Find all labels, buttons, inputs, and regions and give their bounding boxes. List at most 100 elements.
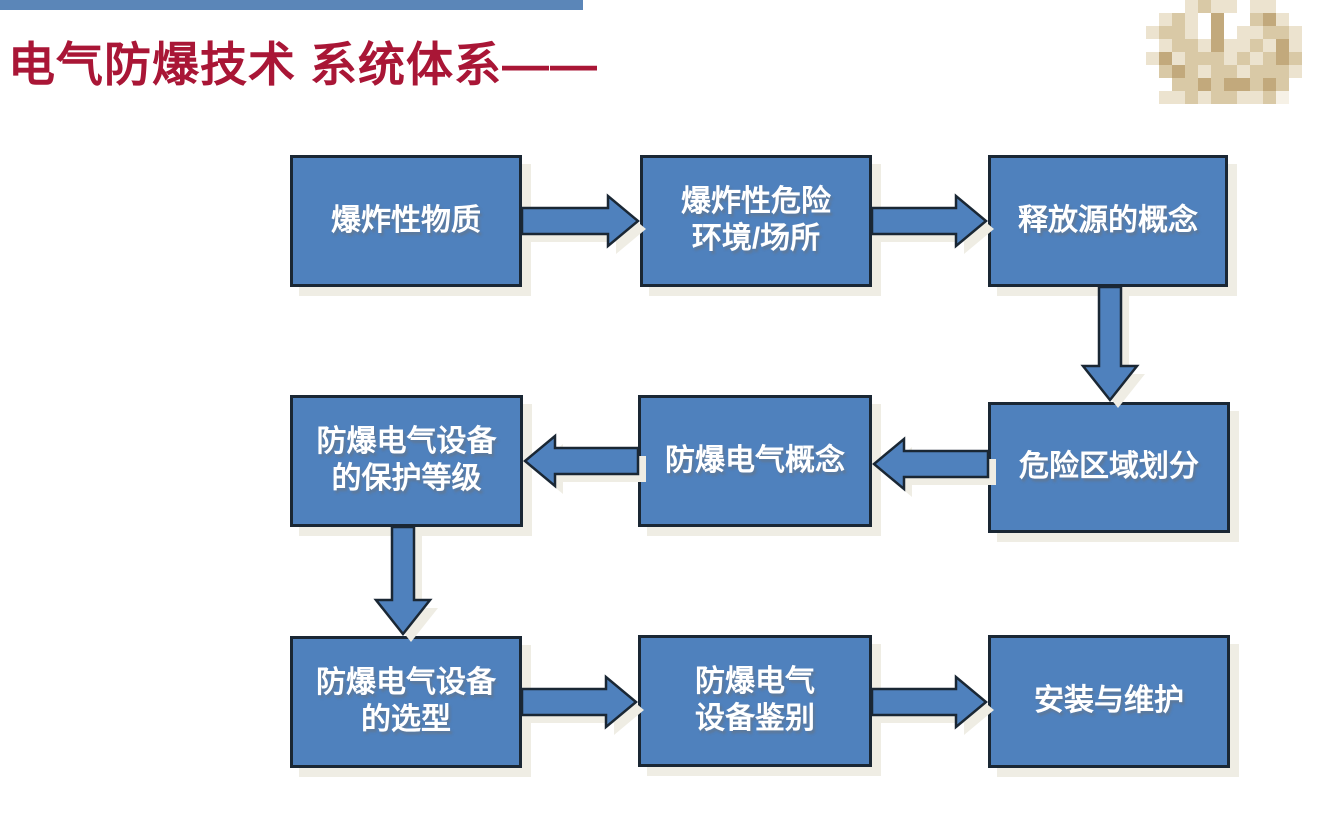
- flow-box-label: 爆炸性危险环境/场所: [681, 185, 831, 255]
- logo-pixel: [1185, 26, 1198, 39]
- logo-pixel: [1250, 26, 1263, 39]
- slide-title: 电气防爆技术 系统体系——: [8, 38, 599, 91]
- logo-pixel: [1250, 78, 1263, 91]
- flow-box-label: 防爆电气设备鉴别: [695, 665, 815, 735]
- logo-pixel: [1159, 26, 1172, 39]
- logo-pixel: [1237, 78, 1250, 91]
- flow-box-label: 防爆电气设备的选型: [316, 666, 496, 736]
- logo-pixel: [1289, 91, 1302, 104]
- logo-pixel: [1263, 65, 1276, 78]
- flow-box-explosive-substances: 爆炸性物质: [290, 155, 522, 287]
- top-accent-bar: [0, 0, 583, 10]
- logo-pixel: [1289, 13, 1302, 26]
- logo-pixel: [1250, 13, 1263, 26]
- logo-pixel: [1237, 91, 1250, 104]
- logo-pixel: [1250, 65, 1263, 78]
- logo-pixel: [1172, 91, 1185, 104]
- logo-pixel: [1146, 0, 1159, 13]
- logo-pixel: [1237, 39, 1250, 52]
- logo-pixel: [1250, 52, 1263, 65]
- logo-pixel: [1276, 65, 1289, 78]
- logo-pixel: [1224, 91, 1237, 104]
- flow-box-label: 危险区域划分: [1019, 450, 1199, 484]
- logo-pixel: [1211, 13, 1224, 26]
- logo-pixel: [1185, 65, 1198, 78]
- flow-arrow-down-release-source-concept: [1080, 285, 1145, 408]
- logo-pixel: [1263, 0, 1276, 13]
- flow-box-equipment-selection: 防爆电气设备的选型: [290, 636, 522, 768]
- logo-pixel: [1276, 52, 1289, 65]
- logo-pixel: [1250, 0, 1263, 13]
- logo-pixel: [1185, 39, 1198, 52]
- logo-pixel: [1198, 52, 1211, 65]
- logo-pixel: [1224, 65, 1237, 78]
- logo-pixel: [1185, 91, 1198, 104]
- logo-pixel: [1237, 26, 1250, 39]
- logo-pixel: [1198, 39, 1211, 52]
- logo-pixel: [1276, 91, 1289, 104]
- logo-pixel: [1276, 0, 1289, 13]
- logo-pixel: [1185, 78, 1198, 91]
- logo-pixel: [1250, 39, 1263, 52]
- logo-pixel: [1211, 26, 1224, 39]
- logo-pixel: [1159, 91, 1172, 104]
- flow-box-exproof-electrical-concept: 防爆电气概念: [638, 395, 872, 527]
- logo-pixel: [1237, 13, 1250, 26]
- logo-pixel: [1159, 13, 1172, 26]
- logo-pixel: [1172, 13, 1185, 26]
- logo-pixel: [1185, 13, 1198, 26]
- logo-pixel: [1172, 78, 1185, 91]
- logo-pixel: [1198, 65, 1211, 78]
- logo-pixel: [1237, 52, 1250, 65]
- logo-pixel: [1211, 65, 1224, 78]
- logo-pixel: [1289, 52, 1302, 65]
- logo-pixel: [1263, 39, 1276, 52]
- logo-pixel: [1224, 52, 1237, 65]
- logo-pixel: [1172, 52, 1185, 65]
- logo-pixel: [1289, 39, 1302, 52]
- logo-pixel: [1159, 39, 1172, 52]
- logo-pixel: [1146, 65, 1159, 78]
- logo-pixel: [1172, 0, 1185, 13]
- logo-pixel: [1211, 52, 1224, 65]
- logo-pixel: [1224, 0, 1237, 13]
- logo-pixel: [1237, 0, 1250, 13]
- logo-pixel: [1198, 91, 1211, 104]
- flow-box-installation-maintenance: 安装与维护: [988, 635, 1230, 768]
- logo-pixel: [1159, 52, 1172, 65]
- flow-box-release-source-concept: 释放源的概念: [988, 155, 1228, 287]
- blurred-logo-image: [1146, 0, 1302, 104]
- logo-pixel: [1263, 13, 1276, 26]
- flow-arrow-down-equipment-protection-level: [373, 525, 438, 642]
- logo-pixel: [1185, 0, 1198, 13]
- logo-pixel: [1276, 39, 1289, 52]
- logo-pixel: [1289, 0, 1302, 13]
- logo-pixel: [1211, 39, 1224, 52]
- logo-pixel: [1198, 13, 1211, 26]
- logo-pixel: [1263, 26, 1276, 39]
- logo-pixel: [1146, 91, 1159, 104]
- logo-pixel: [1224, 78, 1237, 91]
- logo-pixel: [1172, 39, 1185, 52]
- flow-box-label: 防爆电气设备的保护等级: [316, 425, 497, 495]
- flow-box-equipment-identification: 防爆电气设备鉴别: [638, 635, 872, 767]
- logo-pixel: [1250, 91, 1263, 104]
- logo-pixel: [1276, 13, 1289, 26]
- logo-pixel: [1198, 78, 1211, 91]
- flow-box-hazardous-environment: 爆炸性危险环境/场所: [640, 155, 872, 287]
- logo-pixel: [1263, 91, 1276, 104]
- logo-pixel: [1211, 91, 1224, 104]
- flow-arrow-right-hazardous-environment: [870, 193, 994, 254]
- logo-pixel: [1146, 52, 1159, 65]
- logo-pixel: [1198, 26, 1211, 39]
- logo-pixel: [1159, 0, 1172, 13]
- logo-pixel: [1276, 26, 1289, 39]
- logo-pixel: [1263, 52, 1276, 65]
- logo-pixel: [1146, 78, 1159, 91]
- logo-pixel: [1224, 39, 1237, 52]
- logo-pixel: [1276, 78, 1289, 91]
- logo-pixel: [1237, 65, 1250, 78]
- logo-pixel: [1172, 26, 1185, 39]
